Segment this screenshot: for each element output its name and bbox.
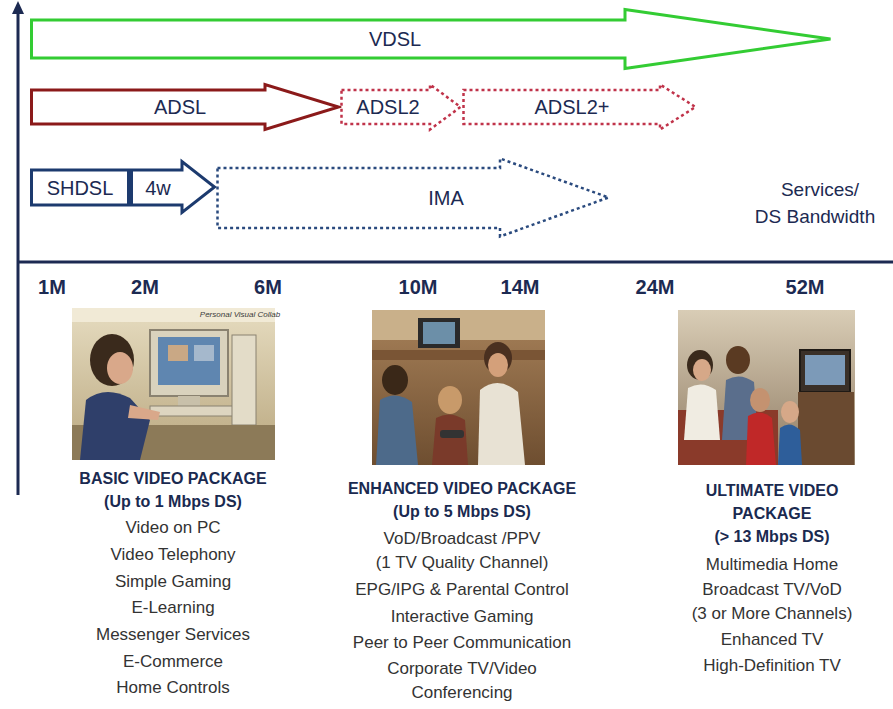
service-item: Broadcast TV/VoD	[702, 581, 842, 600]
technology-name: IMA	[428, 188, 464, 208]
arrow-outline	[130, 160, 216, 214]
technology-name: 4w	[145, 178, 171, 198]
technology-arrow: ADSL2	[340, 83, 462, 131]
service-item: Home Controls	[116, 679, 229, 698]
package-heading: BASIC VIDEO PACKAGE	[79, 470, 266, 488]
technology-name: SHDSL	[47, 178, 114, 198]
technology-name: ADSL	[154, 97, 206, 117]
technology-arrow: ADSL2+	[462, 83, 697, 131]
axis-value: 6M	[254, 276, 282, 298]
service-item: Enhanced TV	[721, 631, 824, 650]
photo-family-gaming	[372, 310, 545, 465]
technology-name: ADSL2+	[534, 97, 609, 117]
technology-arrow: IMA	[216, 157, 610, 238]
axis	[12, 1, 893, 495]
technology-arrow: 4w	[130, 160, 216, 214]
service-item: Peer to Peer Communication	[353, 634, 571, 653]
package-heading: ULTIMATE VIDEO	[706, 482, 839, 500]
package-heading: ENHANCED VIDEO PACKAGE	[348, 480, 576, 498]
service-item: Interactive Gaming	[391, 608, 534, 627]
service-item: E-Commerce	[123, 653, 223, 672]
package-heading: (> 13 Mbps DS)	[714, 528, 829, 546]
photo-computer-user	[72, 308, 275, 460]
axis-title: Services/	[781, 180, 859, 201]
photo-family-tv	[678, 310, 855, 465]
technology-arrow: ADSL	[30, 83, 340, 131]
service-item: Video on PC	[125, 519, 220, 538]
service-item: EPG/IPG & Parental Control	[355, 581, 569, 600]
service-item: Video Telephony	[110, 546, 235, 565]
package-heading: (Up to 5 Mbps DS)	[393, 503, 531, 521]
service-item: Simple Gaming	[115, 573, 231, 592]
package-heading: PACKAGE	[733, 505, 812, 523]
axis-value: 24M	[636, 276, 675, 298]
axis-title: DS Bandwidth	[755, 207, 875, 228]
service-item: Multimedia Home	[706, 556, 838, 575]
axis-value: 1M	[38, 276, 66, 298]
axis-value: 52M	[786, 276, 825, 298]
technology-name: VDSL	[369, 29, 421, 49]
service-item: Conferencing	[411, 684, 512, 703]
axis-value: 2M	[131, 276, 159, 298]
service-item: Messenger Services	[96, 626, 250, 645]
technology-box: SHDSL	[30, 160, 130, 214]
photo-caption: Personal Visual Collab	[200, 311, 280, 320]
axis-value: 14M	[501, 276, 540, 298]
service-item: High-Definition TV	[703, 657, 841, 676]
service-item: (3 or More Channels)	[692, 605, 853, 624]
service-item: (1 TV Quality Channel)	[376, 554, 549, 573]
arrow-outline	[30, 8, 832, 70]
package-heading: (Up to 1 Mbps DS)	[104, 493, 242, 511]
technology-name: ADSL2	[356, 97, 419, 117]
service-item: Corporate TV/Video	[387, 660, 537, 679]
axis-value: 10M	[399, 276, 438, 298]
technology-arrow: VDSL	[30, 8, 832, 70]
service-item: VoD/Broadcast /PPV	[384, 530, 541, 549]
service-item: E-Learning	[131, 599, 214, 618]
arrow-outline	[216, 157, 610, 238]
